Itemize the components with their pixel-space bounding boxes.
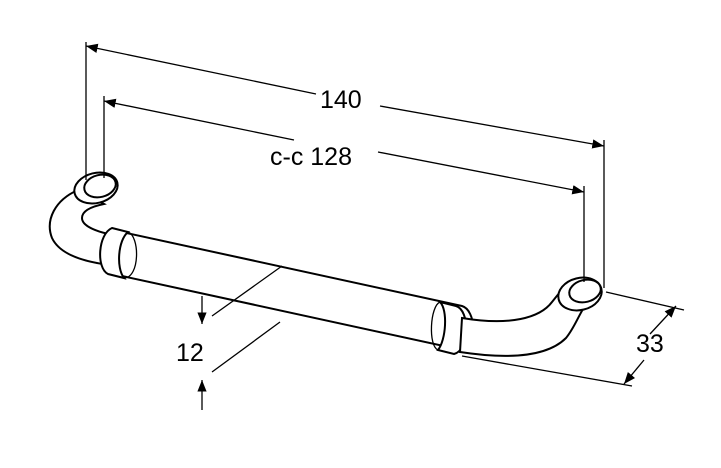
grip-bar (109, 230, 475, 352)
handle-body (48, 171, 603, 357)
right-collar (436, 300, 468, 356)
overall-length-label: 140 (320, 86, 362, 114)
dimension-projection: 33 (623, 305, 677, 385)
projection-label: 33 (636, 330, 664, 358)
dimension-overall-length: 140 (85, 43, 605, 149)
center-to-center-label: c-c 128 (270, 143, 352, 171)
left-mount-cap-face (83, 173, 117, 199)
dimension-center-to-center: c-c 128 (103, 98, 585, 195)
dimension-bar-diameter: 12 (176, 296, 207, 410)
bar-diameter-label: 12 (176, 339, 204, 367)
extension-lines (85, 42, 685, 387)
right-mount-cap-face (568, 278, 602, 304)
